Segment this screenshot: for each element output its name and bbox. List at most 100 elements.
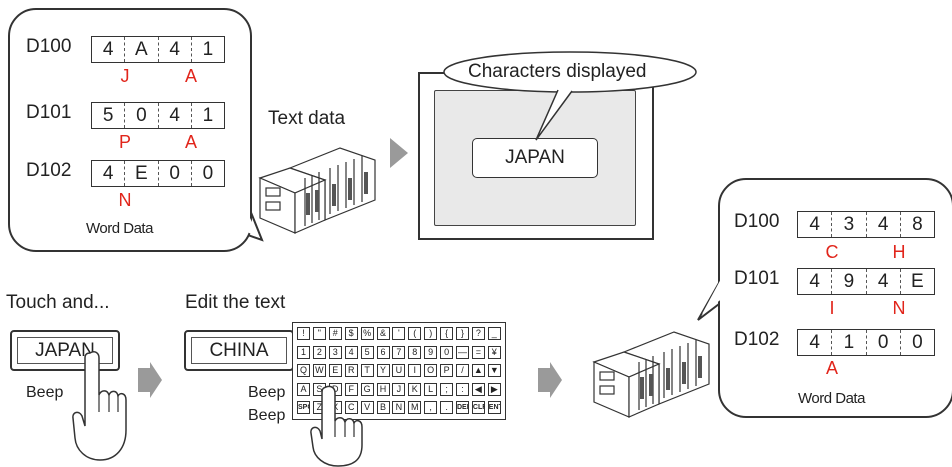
keypad-key[interactable]: ◀ xyxy=(471,382,485,396)
keypad-key[interactable]: 0 xyxy=(440,345,454,359)
keypad-key[interactable]: $ xyxy=(344,327,358,340)
keypad-key[interactable]: ) xyxy=(424,327,438,340)
hex-digit: 3 xyxy=(832,212,867,237)
register-label: D102 xyxy=(734,329,780,350)
beep-text: Beep xyxy=(248,384,286,401)
keypad-key[interactable]: / xyxy=(456,364,469,377)
arrow-right-icon xyxy=(138,362,162,398)
hex-digit: 4 xyxy=(92,161,126,186)
keypad-key[interactable]: Q xyxy=(297,364,310,377)
button-text: JAPAN xyxy=(17,337,113,364)
pointing-hand-icon xyxy=(310,385,363,467)
keypad-key[interactable]: 2 xyxy=(312,345,326,359)
keypad-key[interactable]: 9 xyxy=(424,345,438,359)
keypad-key[interactable]: ' xyxy=(392,327,406,340)
keypad-key[interactable]: N xyxy=(392,401,406,414)
button-text: CHINA xyxy=(191,337,287,364)
hex-digit: 4 xyxy=(92,37,126,62)
keypad-key[interactable]: & xyxy=(376,327,390,340)
keypad-key[interactable]: G xyxy=(360,382,374,396)
hex-digit: 4 xyxy=(867,269,901,294)
register-label: D101 xyxy=(26,102,72,123)
keypad-key[interactable]: C xyxy=(344,401,358,414)
keypad-key[interactable]: L xyxy=(424,382,438,396)
hex-digit: 4 xyxy=(798,269,833,294)
touch-label: Touch and... xyxy=(6,292,110,313)
keypad-key[interactable]: ( xyxy=(408,327,422,340)
keypad-key[interactable]: Y xyxy=(376,364,390,377)
register-hex-cells: 5 0 4 1 xyxy=(91,102,225,129)
keypad-key[interactable]: H xyxy=(376,382,390,396)
hex-digit: 1 xyxy=(202,39,214,60)
keypad-key[interactable]: # xyxy=(328,327,342,340)
keypad-key[interactable]: 8 xyxy=(408,345,422,359)
keypad-key[interactable]: , xyxy=(424,401,438,414)
keypad-key[interactable]: SPC xyxy=(297,401,310,414)
keypad-key[interactable]: 4 xyxy=(344,345,358,359)
keypad-key[interactable]: 6 xyxy=(376,345,390,359)
keypad-key[interactable]: % xyxy=(360,327,374,340)
keypad-key[interactable]: T xyxy=(360,364,374,377)
keypad-key[interactable]: — xyxy=(456,345,469,359)
display-screen xyxy=(418,72,654,240)
keypad-key[interactable]: A xyxy=(297,382,310,396)
keypad-key[interactable]: 7 xyxy=(392,345,406,359)
arrow-right-icon xyxy=(390,138,408,168)
keypad-key[interactable]: DEL xyxy=(456,401,469,414)
hex-digit: 8 xyxy=(912,214,923,235)
keypad-key[interactable]: _ xyxy=(487,327,501,340)
decoded-char: A xyxy=(184,66,197,86)
edit-label: Edit the text xyxy=(185,292,286,313)
keypad-key[interactable]: B xyxy=(376,401,390,414)
hex-digit: 0 xyxy=(867,330,901,355)
keypad-key[interactable]: : xyxy=(456,382,469,396)
keypad-key[interactable]: 5 xyxy=(360,345,374,359)
keypad-key[interactable]: F xyxy=(344,382,358,396)
keypad-key[interactable]: ¥ xyxy=(487,345,501,359)
decoded-char: I xyxy=(829,298,835,318)
keypad-key[interactable]: R xyxy=(344,364,358,377)
speech-bubble xyxy=(443,51,697,141)
keypad-key[interactable]: ▶ xyxy=(487,382,501,396)
keypad-key[interactable]: W xyxy=(312,364,326,377)
keypad-key[interactable]: } xyxy=(456,327,469,340)
keypad-key[interactable]: ; xyxy=(440,382,454,396)
hex-digit: 4 xyxy=(798,212,833,237)
keypad-key[interactable]: 3 xyxy=(328,345,342,359)
hex-digit: 1 xyxy=(832,330,867,355)
keypad-key[interactable]: K xyxy=(408,382,422,396)
register-hex-cells: 4 1 0 0 xyxy=(797,329,935,356)
keypad-key[interactable]: U xyxy=(392,364,406,377)
decoded-char: A xyxy=(184,132,197,152)
keypad-key[interactable]: I xyxy=(408,364,422,377)
decoded-char: C xyxy=(825,242,839,262)
keypad-key[interactable]: O xyxy=(424,364,438,377)
keypad-key[interactable]: ! xyxy=(297,327,310,340)
keypad-key[interactable]: ▲ xyxy=(471,364,485,377)
keypad-key[interactable]: { xyxy=(440,327,454,340)
switch-button-japan[interactable]: JAPAN xyxy=(10,330,120,371)
keypad-key[interactable]: ENT xyxy=(487,401,501,414)
register-label: D100 xyxy=(26,36,72,57)
keypad-key[interactable]: M xyxy=(408,401,422,414)
keypad-key[interactable]: J xyxy=(392,382,406,396)
hex-digit: 0 xyxy=(159,161,192,186)
word-data-caption: Word Data xyxy=(798,390,865,407)
keypad-key[interactable]: 1 xyxy=(297,345,310,359)
register-label: D101 xyxy=(734,268,780,289)
keypad-key[interactable]: E xyxy=(328,364,342,377)
plc-device-icon xyxy=(592,331,710,418)
keypad-key[interactable]: P xyxy=(440,364,454,377)
keypad-key[interactable]: V xyxy=(360,401,374,414)
register-hex-cells: 4 9 4 E xyxy=(797,268,935,295)
keypad-key[interactable]: " xyxy=(312,327,326,340)
keypad-key[interactable]: CLR xyxy=(471,401,485,414)
decoded-char: H xyxy=(892,242,906,262)
keypad-key[interactable]: ? xyxy=(471,327,485,340)
hex-digit: 1 xyxy=(202,105,214,126)
keypad-key[interactable]: . xyxy=(440,401,454,414)
keypad-key[interactable]: = xyxy=(471,345,485,359)
switch-button-china[interactable]: CHINA xyxy=(184,330,294,371)
decoded-char: N xyxy=(118,190,132,210)
keypad-key[interactable]: ▼ xyxy=(487,364,501,377)
